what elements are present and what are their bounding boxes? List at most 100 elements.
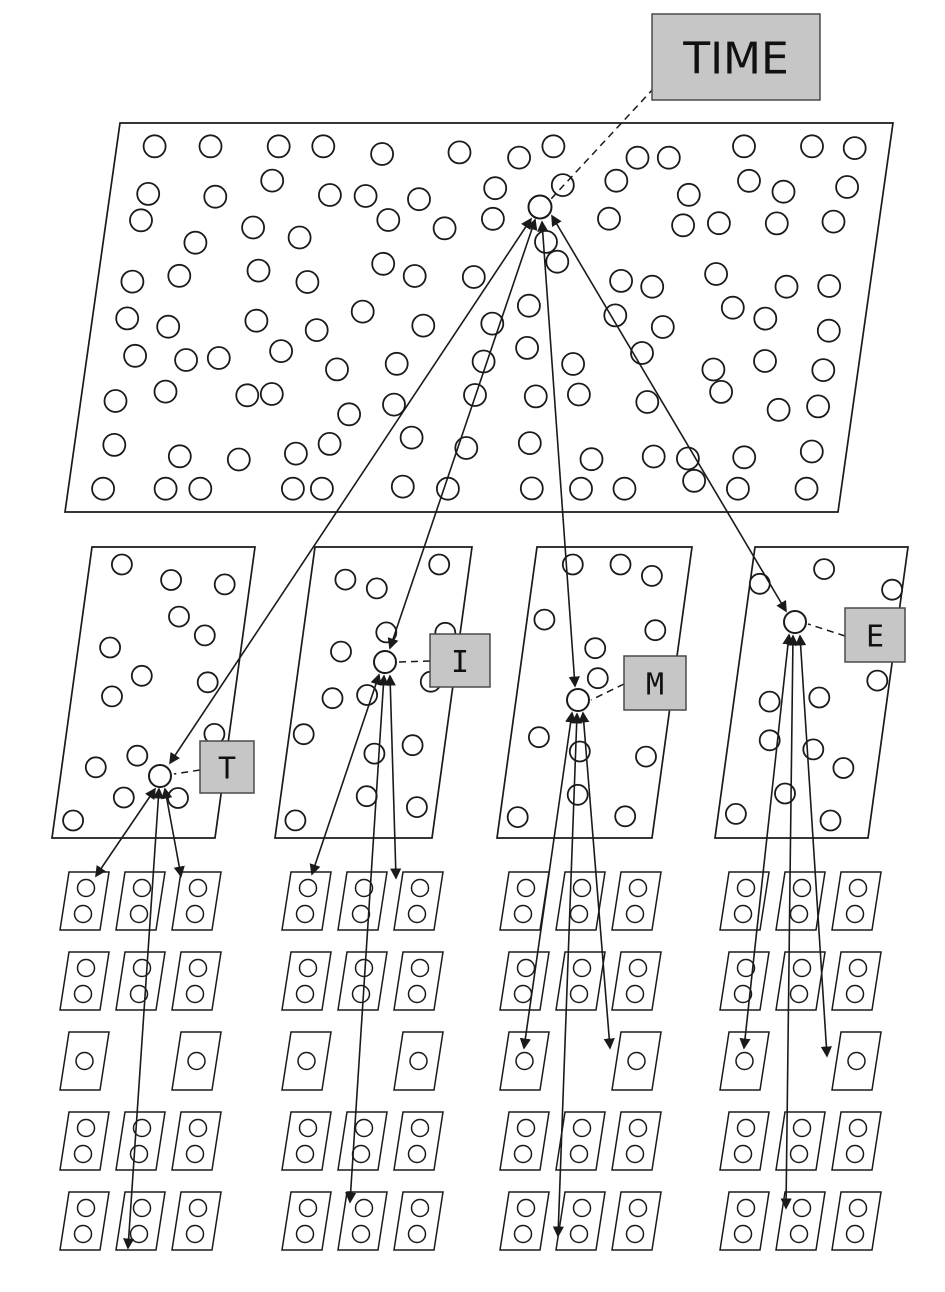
unit-node <box>528 726 550 749</box>
grid-cell <box>611 871 662 931</box>
unit-node <box>533 608 556 631</box>
grid-cell <box>831 1111 882 1171</box>
unit-node <box>325 357 349 382</box>
unit-node <box>737 168 761 193</box>
unit-node <box>720 295 745 320</box>
unit-node <box>283 441 308 466</box>
grid-unit <box>410 958 430 978</box>
grid-unit <box>513 904 533 924</box>
label-text-t: T <box>218 752 236 787</box>
unit-node <box>774 274 799 299</box>
unit-node <box>519 476 544 501</box>
unit-node <box>136 181 161 206</box>
unit-node <box>376 208 401 232</box>
unit-node <box>732 134 756 159</box>
unit-node <box>641 565 663 587</box>
unit-node <box>569 476 593 501</box>
unit-node <box>206 346 231 370</box>
unit-node <box>753 349 777 373</box>
grid-unit <box>628 1198 648 1218</box>
unit-node <box>704 262 728 286</box>
unit-node <box>213 573 236 596</box>
grid-cell <box>393 871 444 931</box>
grid-unit <box>845 984 865 1004</box>
grid-unit <box>185 904 205 924</box>
unit-node <box>390 474 415 499</box>
grid-cell <box>719 1111 770 1171</box>
grid-unit <box>76 958 96 978</box>
unit-node <box>62 809 84 832</box>
unit-node <box>259 382 284 406</box>
unit-node <box>167 787 189 809</box>
grid-cell <box>171 871 222 931</box>
unit-node <box>597 206 621 231</box>
unit-node <box>126 744 149 767</box>
unit-node <box>881 578 903 601</box>
grid-unit <box>628 958 648 978</box>
unit-node <box>174 348 199 372</box>
unit-node <box>402 264 427 288</box>
grid-unit <box>351 904 371 924</box>
grid-unit <box>407 1224 427 1244</box>
unit-node <box>321 687 344 710</box>
unit-node <box>517 431 542 456</box>
unit-node <box>816 318 841 343</box>
unit-node <box>635 390 660 414</box>
grid-unit <box>295 984 315 1004</box>
grid-unit <box>516 958 536 978</box>
label-text-time: TIME <box>682 34 789 85</box>
unit-node <box>842 136 867 161</box>
unit-node <box>120 269 145 294</box>
label-box-m <box>623 655 687 711</box>
grid-unit <box>516 878 536 898</box>
link-t-to-grid <box>123 787 164 1250</box>
unit-node <box>644 619 667 642</box>
unit-node <box>244 308 269 333</box>
unit-node <box>447 140 472 165</box>
label-leader-line <box>397 660 431 663</box>
link-t-to-grid <box>161 787 185 878</box>
unit-node <box>432 216 457 241</box>
grid-unit <box>792 958 812 978</box>
grid-unit <box>351 1224 371 1244</box>
unit-node <box>561 352 585 376</box>
unit-node <box>295 270 320 294</box>
label-text-m: M <box>646 668 664 703</box>
grid-unit <box>572 1198 592 1218</box>
grid-cell <box>393 1111 444 1171</box>
unit-node <box>709 379 733 404</box>
grid-unit <box>513 1144 533 1164</box>
unit-node <box>382 392 406 417</box>
active-node-i <box>373 650 397 674</box>
unit-node <box>832 757 855 779</box>
unit-node <box>515 335 539 360</box>
label-m: M <box>590 655 687 711</box>
grid-unit <box>789 984 809 1004</box>
unit-node <box>371 251 396 276</box>
grid-unit <box>625 984 645 1004</box>
unit-node <box>808 686 831 709</box>
unit-node <box>198 134 223 159</box>
grid-unit <box>297 1051 316 1071</box>
unit-node <box>774 782 796 805</box>
grid-unit <box>354 1198 374 1218</box>
unit-node <box>604 168 629 193</box>
grid-unit <box>733 1144 753 1164</box>
unit-node <box>363 742 386 765</box>
layer-panels <box>51 122 909 839</box>
unit-node <box>630 341 654 365</box>
unit-node <box>241 215 266 240</box>
grid-cell <box>499 1111 550 1171</box>
unit-node <box>758 690 781 713</box>
grid-unit <box>627 1051 646 1071</box>
grid-unit <box>625 1144 645 1164</box>
link-i-to-grid <box>345 674 389 1204</box>
grid-unit <box>351 984 371 1004</box>
grid-unit <box>295 904 315 924</box>
label-box-i <box>429 633 491 688</box>
active-node-e <box>783 610 807 634</box>
link-e-to-grid <box>780 634 799 1210</box>
grid-unit <box>736 1198 756 1218</box>
grid-unit <box>295 1144 315 1164</box>
unit-node <box>640 274 665 299</box>
